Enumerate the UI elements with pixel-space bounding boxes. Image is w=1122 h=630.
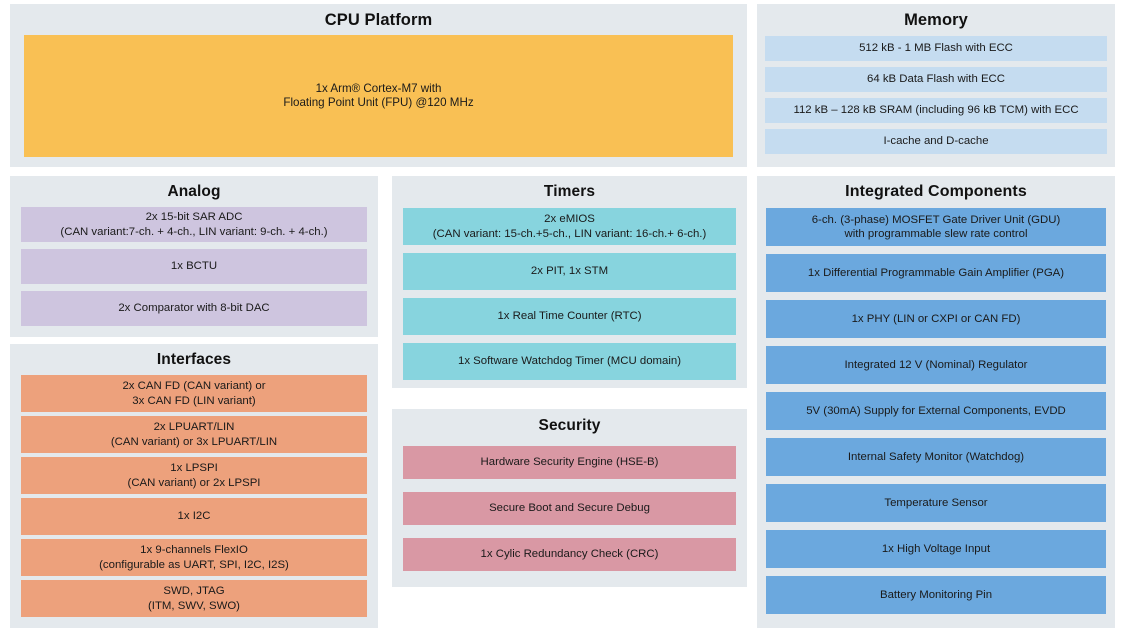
diagram-block: 2x LPUART/LIN(CAN variant) or 3x LPUART/… [21, 416, 367, 453]
block-text-line: (CAN variant: 15-ch.+5-ch., LIN variant:… [432, 227, 707, 240]
section-title-memory: Memory [904, 11, 968, 29]
diagram-block: 1x PHY (LIN or CXPI or CAN FD) [766, 300, 1106, 338]
block-text-line: 64 kB Data Flash with ECC [866, 73, 1005, 86]
block-text-line: I-cache and D-cache [883, 135, 989, 148]
section-title-security: Security [538, 417, 601, 434]
block-text-line: 1x I2C [177, 510, 211, 523]
diagram-block: 1x Cylic Redundancy Check (CRC) [403, 538, 736, 571]
diagram-block: 5V (30mA) Supply for External Components… [766, 392, 1106, 430]
section-title-analog: Analog [167, 183, 221, 200]
block-text-line: (ITM, SWV, SWO) [148, 599, 240, 612]
diagram-block: 2x Comparator with 8-bit DAC [21, 291, 367, 326]
block-text-line: 512 kB - 1 MB Flash with ECC [859, 42, 1013, 55]
section-title-integrated-components: Integrated Components [845, 183, 1027, 200]
block-text-line: 1x LPSPI [170, 462, 218, 475]
diagram-block: 1x High Voltage Input [766, 530, 1106, 568]
block-text-line: (CAN variant) or 3x LPUART/LIN [110, 435, 278, 448]
block-text-line: 1x Arm® Cortex-M7 with [315, 81, 442, 95]
block-list-integrated-components: 6-ch. (3-phase) MOSFET Gate Driver Unit … [766, 208, 1106, 614]
diagram-block: 1x BCTU [21, 249, 367, 284]
diagram-block: Secure Boot and Secure Debug [403, 492, 736, 525]
block-text-line: 1x 9-channels FlexIO [140, 544, 248, 557]
block-list-analog: 2x 15-bit SAR ADC(CAN variant:7-ch. + 4-… [21, 207, 367, 326]
diagram-block: Temperature Sensor [766, 484, 1106, 522]
diagram-block: Integrated 12 V (Nominal) Regulator [766, 346, 1106, 384]
section-title-interfaces: Interfaces [156, 351, 232, 368]
block-text-line: 1x BCTU [170, 260, 218, 273]
block-text-line: 2x 15-bit SAR ADC [145, 211, 243, 224]
block-text-line: 2x PIT, 1x STM [530, 265, 609, 278]
diagram-block: 2x 15-bit SAR ADC(CAN variant:7-ch. + 4-… [21, 207, 367, 242]
diagram-block: 112 kB – 128 kB SRAM (including 96 kB TC… [765, 98, 1107, 123]
block-text-line: 2x LPUART/LIN [153, 421, 235, 434]
section-integrated-components: Integrated Components 6-ch. (3-phase) MO… [757, 176, 1115, 628]
diagram-block: 1x 9-channels FlexIO(configurable as UAR… [21, 539, 367, 576]
diagram-block: 64 kB Data Flash with ECC [765, 67, 1107, 92]
block-text-line: 2x eMIOS [544, 213, 595, 226]
block-text-line: 1x Differential Programmable Gain Amplif… [807, 266, 1065, 279]
diagram-block: I-cache and D-cache [765, 129, 1107, 154]
block-text-line: 2x CAN FD (CAN variant) or [122, 380, 266, 393]
block-text-line: Secure Boot and Secure Debug [489, 502, 650, 515]
block-text-line: 1x Real Time Counter (RTC) [497, 310, 642, 323]
block-text-line: 1x Software Watchdog Timer (MCU domain) [457, 355, 682, 368]
block-text-line: with programmable slew rate control [844, 228, 1028, 240]
block-text-line: 5V (30mA) Supply for External Components… [806, 404, 1066, 417]
diagram-block: 512 kB - 1 MB Flash with ECC [765, 36, 1107, 61]
section-title-timers: Timers [543, 183, 596, 200]
block-list-security: Hardware Security Engine (HSE-B) Secure B… [403, 446, 736, 571]
section-memory: Memory 512 kB - 1 MB Flash with ECC 64 kB… [757, 4, 1115, 167]
block-text-line: 3x CAN FD (LIN variant) [132, 394, 256, 407]
diagram-block: 1x I2C [21, 498, 367, 535]
block-list-memory: 512 kB - 1 MB Flash with ECC 64 kB Data F… [765, 36, 1107, 154]
section-title-cpu-platform: CPU Platform [324, 11, 433, 29]
block-text-line: 1x PHY (LIN or CXPI or CAN FD) [851, 312, 1021, 325]
diagram-block: 6-ch. (3-phase) MOSFET Gate Driver Unit … [766, 208, 1106, 246]
block-text-line: (CAN variant:7-ch. + 4-ch., LIN variant:… [60, 225, 328, 238]
diagram-block: 1x Software Watchdog Timer (MCU domain) [403, 343, 736, 380]
block-text-line: (configurable as UART, SPI, I2C, I2S) [99, 558, 289, 571]
diagram-block: Internal Safety Monitor (Watchdog) [766, 438, 1106, 476]
diagram-block: 2x PIT, 1x STM [403, 253, 736, 290]
section-analog: Analog 2x 15-bit SAR ADC(CAN variant:7-c… [10, 176, 378, 337]
block-text-line: Floating Point Unit (FPU) @120 MHz [283, 96, 474, 109]
block-text-line: SWD, JTAG [163, 585, 225, 598]
block-text-line: 2x Comparator with 8-bit DAC [118, 302, 270, 315]
block-text-line: 1x Cylic Redundancy Check (CRC) [480, 548, 659, 561]
block-text-line: Integrated 12 V (Nominal) Regulator [844, 358, 1028, 371]
block-text-line: Battery Monitoring Pin [879, 588, 993, 601]
block-text-line: (CAN variant) or 2x LPSPI [127, 476, 261, 489]
block-text-line: Temperature Sensor [884, 496, 988, 509]
section-timers: Timers 2x eMIOS(CAN variant: 15-ch.+5-ch… [392, 176, 747, 388]
block-text-line: Internal Safety Monitor (Watchdog) [847, 450, 1025, 463]
block-text-line: 1x High Voltage Input [881, 542, 991, 555]
block-text-line: Hardware Security Engine (HSE-B) [480, 456, 659, 469]
diagram-block: 1x Differential Programmable Gain Amplif… [766, 254, 1106, 292]
block-list-timers: 2x eMIOS(CAN variant: 15-ch.+5-ch., LIN … [403, 208, 736, 380]
diagram-block: 1x Real Time Counter (RTC) [403, 298, 736, 335]
diagram-block: SWD, JTAG(ITM, SWV, SWO) [21, 580, 367, 617]
block-text-line: 6-ch. (3-phase) MOSFET Gate Driver Unit … [811, 213, 1061, 226]
block-text-line: 112 kB – 128 kB SRAM (including 96 kB TC… [793, 104, 1079, 117]
diagram-block: Hardware Security Engine (HSE-B) [403, 446, 736, 479]
diagram-block: 1x LPSPI(CAN variant) or 2x LPSPI [21, 457, 367, 494]
section-security: Security Hardware Security Engine (HSE-B… [392, 409, 747, 587]
diagram-block: 2x eMIOS(CAN variant: 15-ch.+5-ch., LIN … [403, 208, 736, 245]
diagram-block: Battery Monitoring Pin [766, 576, 1106, 614]
